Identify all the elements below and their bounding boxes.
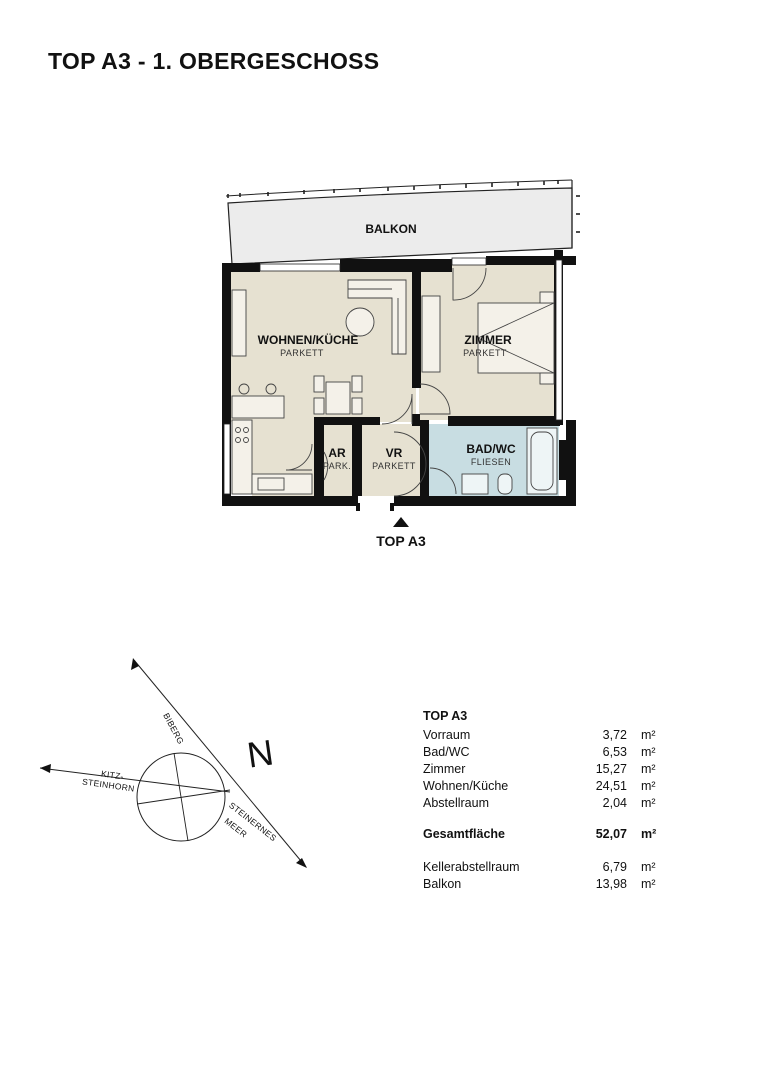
area-unit: m² [641, 728, 656, 742]
entrance-arrow-icon [393, 517, 409, 527]
area-value: 13,98 [595, 877, 627, 891]
room-label-vr: VR [386, 446, 403, 460]
area-unit: m² [641, 745, 656, 759]
area-row: Bad/WC 6,53 m² [423, 744, 663, 761]
area-unit: m² [641, 860, 656, 874]
compass: N BIBERG KITZ- STEINHORN STEINERNES MEER [39, 658, 307, 868]
area-value: 24,51 [595, 779, 627, 793]
area-unit: m² [641, 877, 656, 891]
balcony [225, 179, 580, 265]
area-label: Balkon [423, 877, 462, 891]
area-total-value: 52,07 [595, 827, 627, 841]
area-total-label: Gesamtfläche [423, 827, 505, 841]
area-heading: TOP A3 [423, 709, 468, 723]
area-value: 6,53 [602, 745, 627, 759]
room-label-zimmer: ZIMMER [464, 333, 512, 347]
bathroom-furniture [429, 427, 558, 495]
area-row: Balkon 13,98 m² [423, 876, 663, 893]
room-floor-wohnen: PARKETT [280, 348, 324, 358]
area-row: Kellerabstellraum 6,79 m² [423, 859, 663, 876]
area-label: Abstellraum [423, 796, 489, 810]
hall-floor [361, 424, 425, 496]
area-row: Vorraum 3,72 m² [423, 727, 663, 744]
room-floor-ar: PARK. [323, 461, 351, 471]
area-label: Vorraum [423, 728, 471, 742]
storage-floor [318, 424, 356, 496]
arrow-down-icon [296, 858, 307, 868]
area-label: Kellerabstellraum [423, 860, 520, 874]
area-table: TOP A3 Vorraum 3,72 m² Bad/WC 6,53 m² Zi… [423, 709, 663, 893]
bedroom-furniture [419, 267, 555, 415]
area-row: Wohnen/Küche 24,51 m² [423, 778, 663, 795]
area-row: Zimmer 15,27 m² [423, 761, 663, 778]
entrance-label: TOP A3 [376, 533, 426, 549]
living-furniture [231, 279, 407, 495]
compass-label-kitz-1: KITZ- [100, 768, 124, 781]
walls [222, 250, 576, 511]
room-label-wohnen: WOHNEN/KÜCHE [258, 332, 359, 347]
area-unit: m² [641, 779, 656, 793]
interior-doors [323, 393, 427, 497]
area-value: 2,04 [602, 796, 627, 810]
room-floor-zimmer: PARKETT [463, 348, 507, 358]
page-title: TOP A3 - 1. OBERGESCHOSS [48, 48, 380, 74]
area-total-row: Gesamtfläche 52,07 m² [423, 826, 663, 843]
area-value: 6,79 [602, 860, 627, 874]
room-floor-bad: FLIESEN [471, 457, 511, 467]
area-value: 3,72 [602, 728, 627, 742]
area-total-unit: m² [641, 827, 657, 841]
windows [223, 257, 563, 495]
area-label: Zimmer [423, 762, 466, 776]
arrow-left-icon [40, 764, 51, 773]
compass-label-biberg: BIBERG [161, 711, 186, 746]
area-label: Bad/WC [423, 745, 470, 759]
room-label-bad: BAD/WC [466, 442, 516, 456]
area-value: 15,27 [595, 762, 627, 776]
area-unit: m² [641, 796, 656, 810]
arrow-up-icon [131, 658, 139, 670]
room-floor-vr: PARKETT [372, 461, 416, 471]
area-row: Abstellraum 2,04 m² [423, 795, 663, 812]
north-icon: N [245, 732, 276, 776]
room-label-ar: AR [328, 446, 346, 460]
area-label: Wohnen/Küche [423, 779, 509, 793]
room-label-balkon: BALKON [365, 222, 416, 236]
area-unit: m² [641, 762, 656, 776]
